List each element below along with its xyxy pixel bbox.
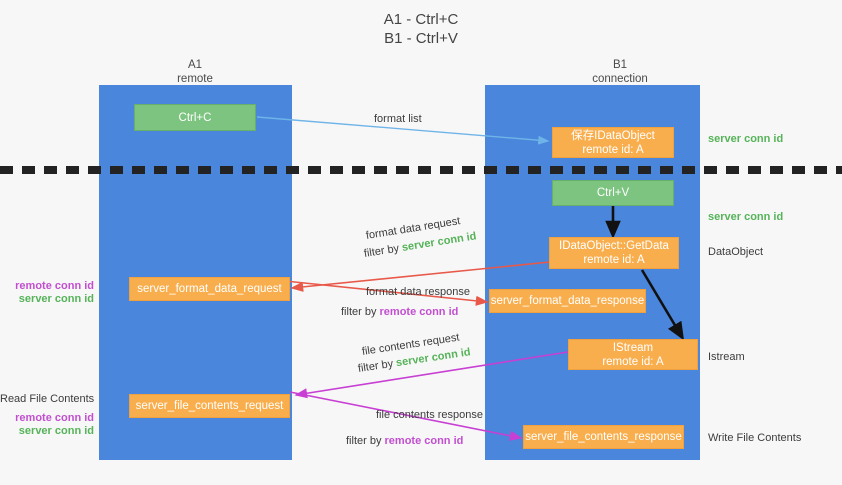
node-server-file-contents-response-label: server_file_contents_response (525, 431, 682, 443)
filter-key-remote-conn-id: remote conn id (384, 435, 464, 447)
title-line-1: A1 - Ctrl+C (383, 11, 459, 28)
filter-prefix: filter by (346, 435, 385, 447)
edge-label-file-contents-response-filter: filter by remote conn id (346, 434, 463, 448)
lane-header-a1-name: A1 (187, 59, 203, 71)
side-label-left-low-server-conn-id: server conn id (18, 425, 94, 437)
arrow-file-contents-response (289, 391, 523, 441)
side-label-right-server-conn-id-second: server conn id (708, 211, 784, 223)
arrow-format-data-request (290, 261, 551, 292)
side-label-read-file-contents: Read File Contents (0, 393, 95, 405)
node-server-format-data-request[interactable]: server_format_data_request (129, 277, 290, 301)
node-istream-line1: IStream (612, 341, 654, 354)
edge-label-format-data-response-filter: filter by remote conn id (341, 305, 458, 319)
node-ctrl-v[interactable]: Ctrl+V (552, 180, 674, 206)
lane-header-b1-name: B1 (612, 59, 628, 71)
node-ctrl-v-label: Ctrl+V (596, 187, 630, 199)
side-label-dataobject: DataObject (708, 246, 764, 258)
lane-header-a1: A1 remote (115, 58, 275, 86)
side-label-right-server-conn-id-top: server conn id (708, 133, 784, 145)
side-label-write-file-contents: Write File Contents (708, 432, 802, 444)
filter-prefix: filter by (341, 306, 380, 318)
edge-label-format-data-response: format data response (366, 286, 470, 298)
phase-divider (0, 166, 842, 174)
node-save-idataobject-line1: 保存IDataObject (571, 129, 655, 142)
side-label-istream: Istream (708, 351, 745, 363)
arrow-getdata-to-istream (640, 269, 684, 341)
node-istream[interactable]: IStream remote id: A (568, 339, 698, 370)
node-server-file-contents-request-label: server_file_contents_request (135, 400, 284, 412)
lane-header-b1-role: connection (592, 73, 648, 85)
node-idataobject-getdata-line1: IDataObject::GetData (559, 240, 669, 252)
node-ctrl-c[interactable]: Ctrl+C (134, 104, 256, 131)
arrow-format-data-response (284, 280, 489, 306)
title-line-2: B1 - Ctrl+V (384, 30, 458, 47)
node-server-format-data-response-label: server_format_data_response (490, 295, 645, 307)
arrow-format-list (256, 116, 550, 145)
filter-key-remote-conn-id: remote conn id (379, 306, 459, 318)
node-istream-line2: remote id: A (602, 355, 664, 368)
arrow-file-contents-request (294, 351, 569, 399)
page-title: A1 - Ctrl+C B1 - Ctrl+V (0, 10, 842, 48)
node-save-idataobject-line2: remote id: A (582, 143, 644, 156)
node-save-idataobject[interactable]: 保存IDataObject remote id: A (552, 127, 674, 158)
side-label-left-server-conn-id: server conn id (18, 293, 94, 305)
lane-header-b1: B1 connection (540, 58, 700, 86)
node-server-file-contents-response[interactable]: server_file_contents_response (523, 425, 684, 449)
edge-label-file-contents-response: file contents response (376, 409, 484, 421)
node-idataobject-getdata[interactable]: IDataObject::GetData remote id: A (549, 237, 679, 269)
node-idataobject-getdata-line2: remote id: A (583, 254, 645, 266)
node-server-file-contents-request[interactable]: server_file_contents_request (129, 394, 290, 418)
side-label-left-low-remote-conn-id: remote conn id (15, 412, 94, 424)
lane-header-a1-role: remote (177, 73, 213, 85)
node-server-format-data-request-label: server_format_data_request (137, 283, 282, 295)
node-ctrl-c-label: Ctrl+C (178, 111, 212, 124)
node-server-format-data-response[interactable]: server_format_data_response (489, 289, 646, 313)
edge-label-format-list: format list (374, 113, 422, 125)
side-label-left-remote-conn-id: remote conn id (15, 280, 94, 292)
